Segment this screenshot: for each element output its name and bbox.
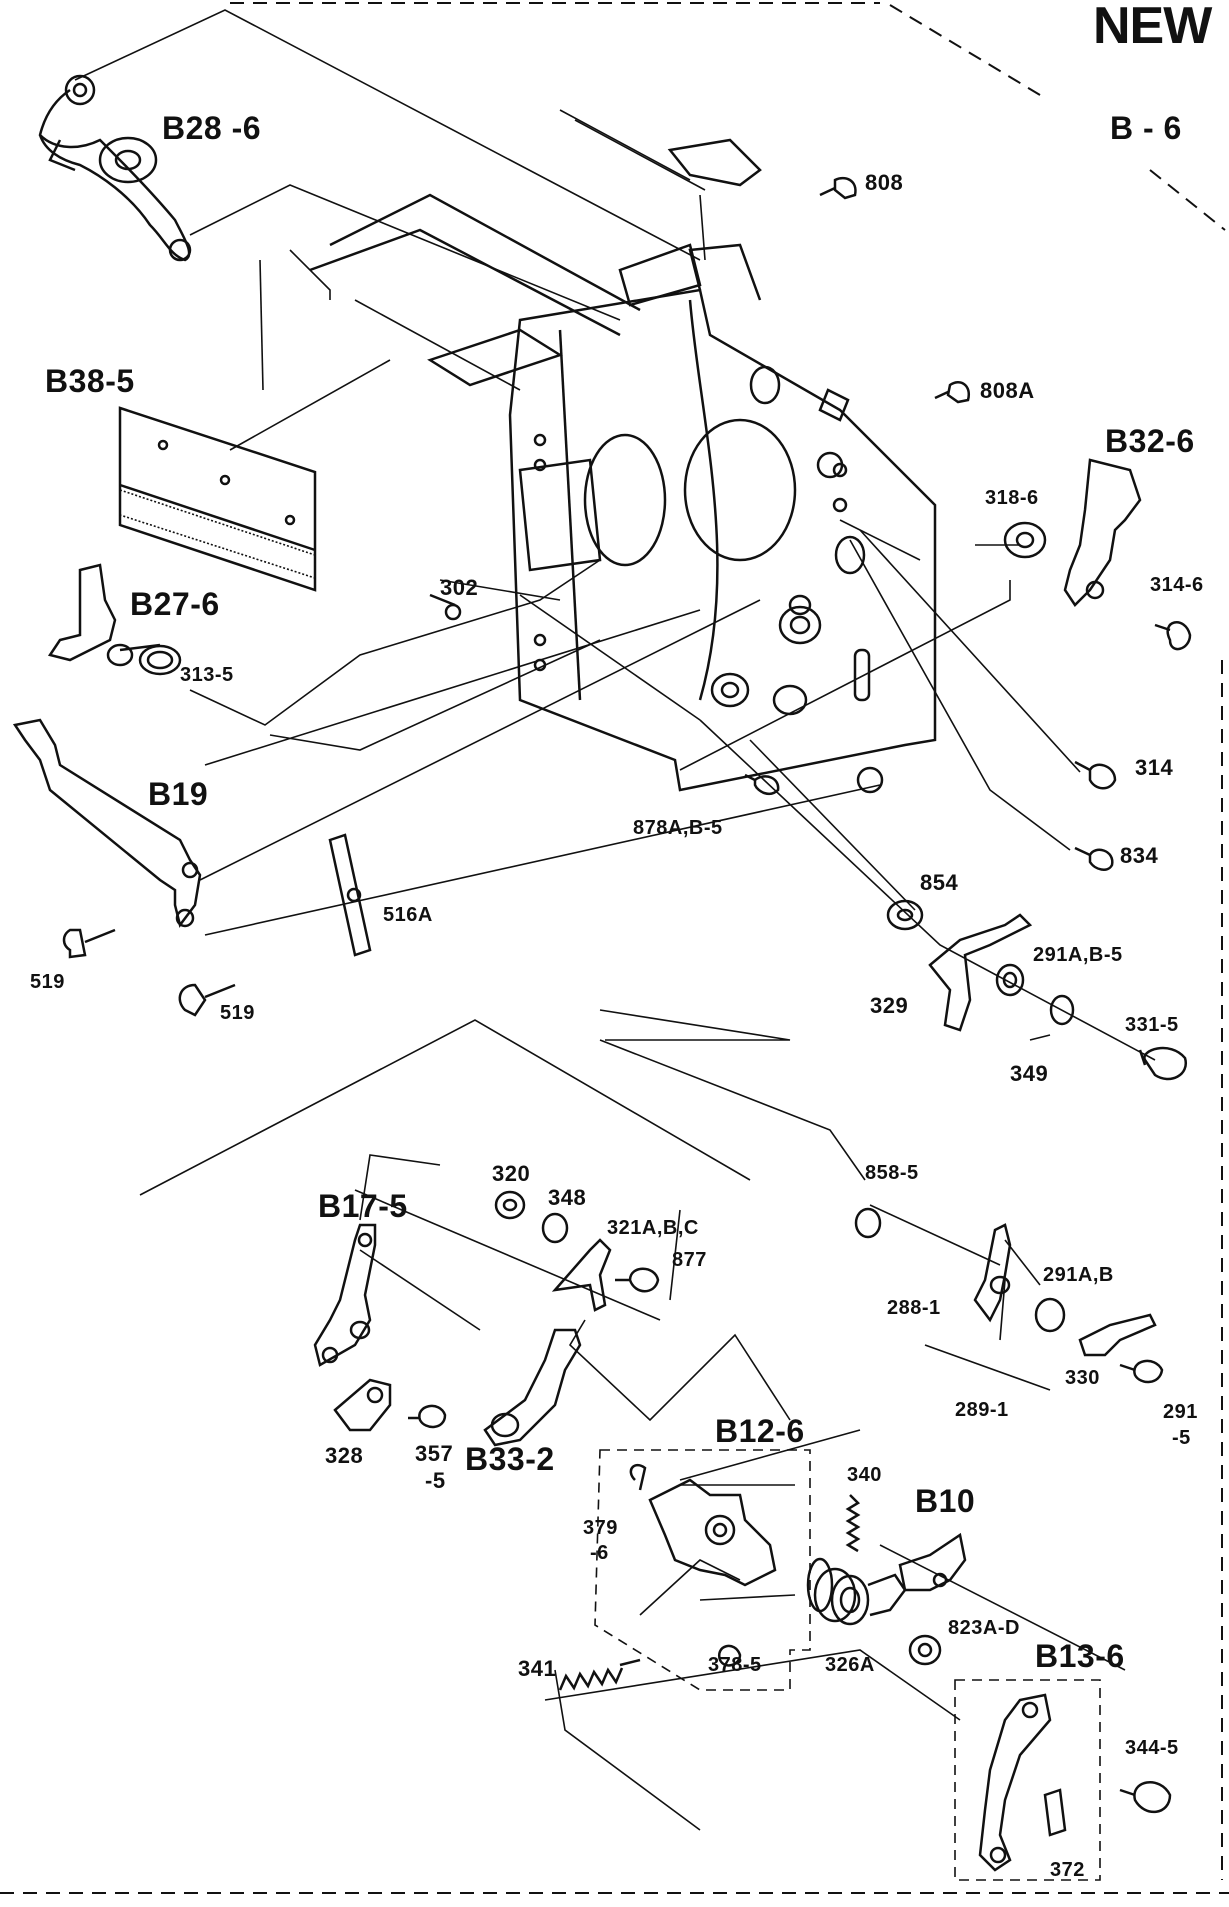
chassis-frame xyxy=(508,243,937,794)
part-label-288: 288-1 xyxy=(887,1297,941,1319)
spring-341 xyxy=(558,1658,641,1691)
part-label-318: 318-6 xyxy=(985,487,1039,509)
part-label-341: 341 xyxy=(518,1656,557,1681)
part-label-519-left: 519 xyxy=(30,971,65,993)
b13-box xyxy=(954,1679,1172,1881)
part-label-331: 331-5 xyxy=(1125,1014,1179,1036)
part-label-330: 330 xyxy=(1065,1367,1100,1389)
b33-bracket xyxy=(483,1328,582,1447)
new-badge: NEW xyxy=(1093,0,1212,55)
part-label-858: 858-5 xyxy=(865,1162,919,1184)
assembly-label-b12: B12-6 xyxy=(715,1413,805,1449)
part-label-313: 313-5 xyxy=(180,664,234,686)
b27-lever xyxy=(47,563,182,676)
part-label-877: 877 xyxy=(672,1249,707,1271)
part-label-291ab5: 291A,B-5 xyxy=(1033,944,1123,966)
section-label: B - 6 xyxy=(1110,110,1182,146)
part-label-357-suffix: -5 xyxy=(425,1468,446,1493)
part-label-516a: 516A xyxy=(383,904,433,926)
part-label-291: 291 xyxy=(1163,1401,1198,1423)
part-label-823: 823A-D xyxy=(948,1617,1020,1639)
assembly-label-b32: B32-6 xyxy=(1105,423,1195,459)
diagonal-border-line xyxy=(889,4,1041,96)
strip-516a xyxy=(328,833,372,957)
parts-858-291 xyxy=(854,1207,1164,1384)
assembly-label-b27: B27-6 xyxy=(130,586,220,622)
lever-329-group xyxy=(886,899,1188,1081)
part-label-314-6: 314-6 xyxy=(1150,574,1204,596)
b19-bracket xyxy=(12,718,202,959)
part-label-349: 349 xyxy=(1010,1061,1049,1086)
part-label-291-suffix: -5 xyxy=(1172,1427,1191,1449)
part-label-326a: 326A xyxy=(825,1654,875,1676)
part-label-328: 328 xyxy=(325,1443,364,1468)
assembly-label-b19: B19 xyxy=(148,776,209,812)
screw-519-lower xyxy=(178,983,236,1017)
part-label-372: 372 xyxy=(1050,1859,1085,1881)
part-label-329: 329 xyxy=(870,993,909,1018)
b17-assembly xyxy=(313,1223,447,1432)
part-label-314: 314 xyxy=(1135,755,1174,780)
leader-lines xyxy=(74,9,1156,1831)
part-label-321: 321A,B,C xyxy=(607,1217,699,1239)
part-label-379-suffix: -6 xyxy=(590,1542,609,1564)
b12-box xyxy=(594,1449,811,1691)
assembly-label-b10: B10 xyxy=(915,1483,976,1519)
upper-rails xyxy=(289,109,762,387)
assembly-label-b28: B28 -6 xyxy=(162,110,262,146)
part-label-289: 289-1 xyxy=(955,1399,1009,1421)
assembly-label-b33: B33-2 xyxy=(465,1441,555,1477)
part-label-834: 834 xyxy=(1120,843,1159,868)
b32-lever xyxy=(1003,458,1192,651)
part-label-344: 344-5 xyxy=(1125,1737,1179,1759)
part-label-878: 878A,B-5 xyxy=(633,817,723,839)
screw-302 xyxy=(429,593,462,621)
part-label-808a: 808A xyxy=(980,378,1035,403)
part-label-320: 320 xyxy=(492,1161,531,1186)
screws-808 xyxy=(819,176,971,404)
part-label-340: 340 xyxy=(847,1464,882,1486)
part-label-302: 302 xyxy=(440,575,479,600)
assembly-label-b13: B13-6 xyxy=(1035,1638,1125,1674)
part-label-378: 378-5 xyxy=(708,1654,762,1676)
assembly-label-b38: B38-5 xyxy=(45,363,135,399)
part-label-519-right: 519 xyxy=(220,1002,255,1024)
b10-group xyxy=(806,1494,967,1666)
part-label-808: 808 xyxy=(865,170,904,195)
part-label-348: 348 xyxy=(548,1185,587,1210)
assembly-label-b17: B17-5 xyxy=(318,1188,408,1224)
part-label-291ab: 291A,B xyxy=(1043,1264,1114,1286)
part-label-854: 854 xyxy=(920,870,959,895)
b38-plate xyxy=(118,406,317,592)
b28-gear-assembly xyxy=(38,74,192,262)
screws-314-834-878 xyxy=(744,760,1117,871)
part-label-379: 379 xyxy=(583,1517,618,1539)
part-label-357: 357 xyxy=(415,1441,454,1466)
parts-320-321 xyxy=(494,1190,660,1312)
diagonal-border-line-2 xyxy=(1149,169,1226,231)
